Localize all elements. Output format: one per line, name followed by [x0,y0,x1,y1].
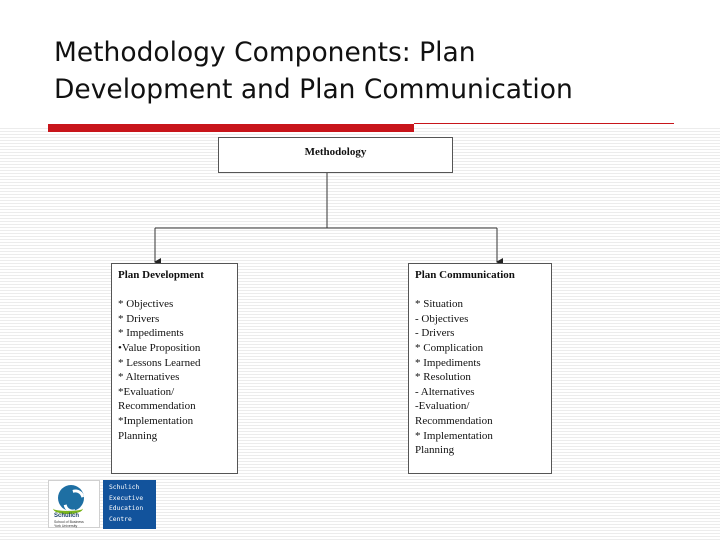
node-item: - Alternatives [415,385,475,398]
node-item: *Implementation [118,414,194,427]
node-title: Plan Communication [415,269,515,281]
plan-development-node: Plan Development * Objectives * Drivers … [111,263,238,474]
logo-wordmark: Schulich [54,513,80,519]
node-item: * Implementation [415,429,493,442]
node-item: * Alternatives [118,371,180,384]
plan-communication-node: Plan Communication * Situation - Objecti… [408,263,552,474]
node-item: * Impediments [415,356,481,369]
node-item: * Lessons Learned [118,356,201,369]
schulich-logo: Schulich School of Business York Univers… [48,480,100,528]
title-accent-bar [48,124,414,132]
badge-line: Schulich [109,484,140,491]
logo-subtitle-line: School of Business [54,520,84,524]
logo-subtitle: School of Business York University [54,520,84,528]
executive-education-badge: Schulich Executive Education Centre [103,480,156,529]
node-item: * Situation [415,298,463,311]
node-item: * Complication [415,341,484,354]
node-title: Plan Development [118,269,204,281]
node-item: * Resolution [415,371,471,384]
title-underline [414,123,674,124]
node-item: Planning [118,429,158,442]
node-item: - Drivers [415,327,455,340]
logo-swoosh [53,503,83,514]
slide-title-line: Methodology Components: Plan [54,37,476,68]
slide-title-line: Development and Plan Communication [54,74,573,105]
node-item: * Drivers [118,312,160,325]
badge-line: Centre [109,515,132,523]
logo-subtitle-line: York University [54,524,78,528]
slide-title: Methodology Components: Plan Development… [54,34,694,108]
methodology-node: Methodology [218,137,453,173]
node-item: *Evaluation/ [118,385,175,398]
node-item: Recommendation [118,400,196,413]
node-item: * Objectives [118,298,174,311]
node-item: - Objectives [415,312,469,325]
node-item: Recommendation [415,414,493,427]
badge-line: Education [109,505,144,512]
methodology-node-label: Methodology [304,146,367,158]
badge-line: Executive [109,494,144,502]
node-item: * Impediments [118,327,184,340]
node-item: •Value Proposition [118,341,201,354]
node-item: -Evaluation/ [415,400,470,413]
node-item: Planning [415,444,455,457]
